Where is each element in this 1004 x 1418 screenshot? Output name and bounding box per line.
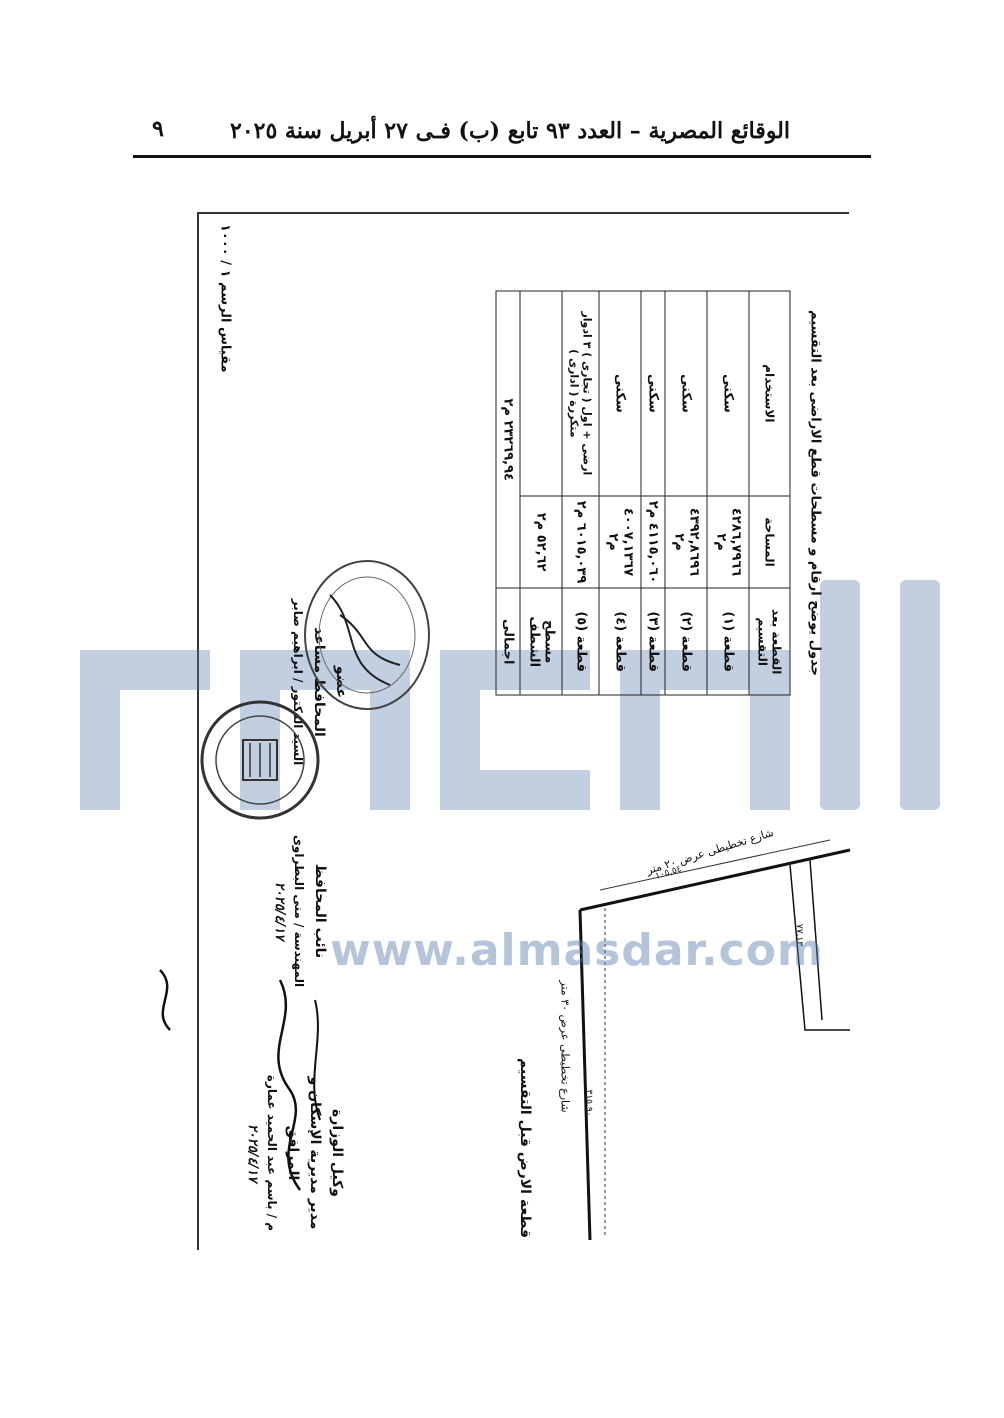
signature-name: المهندسة / منى البطراوى [292,834,306,988]
header-divider [133,155,871,158]
signature-role: عضو [333,665,349,699]
signature-title: المحافظ مساعد [311,627,327,737]
plot-name: قطعة (٥) [561,587,599,695]
column-header: المساحة [748,495,790,588]
plot-name: قطعة (٤) [598,587,641,695]
signature-title: مدير مديرية الإسكان و المرافق [285,1076,323,1230]
watermark-text: www.almasdar.com [330,925,824,976]
sheet-border-left [197,212,199,1250]
plots-table-container: جدول يوضح ارقام و مسطحات قطع الاراضى بعد… [495,290,822,695]
plot-area: ٤٠٠٧,١٣٦٧ م٢ [598,495,641,588]
plot-area: ٤٢٨٦,٧٩٦٦ م٢ [706,495,749,588]
site-plan-drawing [578,839,851,1241]
table-row: قطعة (٥) ٦٠١٥,٠٣٩ م٢ ارضى + اول ( تجارى … [561,290,599,695]
plot-area: ٤٣٩٢,٨٦٩٦ م٢ [664,495,707,588]
plot-area: ٦٠١٥,٠٣٩ م٢ [561,495,599,588]
plot-area: ٤١١٥,٠٦٠ م٢ [640,495,665,588]
plot-name: اجمالى [495,587,520,695]
plot-area: ٥٢,٦٢ م٢ [519,495,562,588]
signature-date: ٢٠٢٥/٤/١٧ [245,1123,260,1183]
plots-table: القطعة بعد التقسيم المساحة الاستخدام قطع… [495,290,790,695]
column-header: الاستخدام [748,290,790,496]
street-label-side: شارع تخطيطى عرض ٣٠ متر [558,980,572,1113]
table-row: قطعة (٣) ٤١١٥,٠٦٠ م٢ سكنى [640,290,665,695]
table-row-total: اجمالى ٢٣٢٦٩,٩٤ م٢ [495,290,520,695]
plot-use [519,290,562,496]
plot-name: قطعة (١) [706,587,749,695]
table-row: مسطح الشطف ٥٢,٦٢ م٢ [519,290,562,695]
plot-use: سكنى [706,290,749,496]
signature-block-deputy: نائب المحافظ المهندسة / منى البطراوى ٢٠٢… [269,821,331,1001]
signature-title: نائب المحافظ [312,863,328,959]
scale-label: مقياس الرسم ١ / ١٠٠٠ [217,224,233,373]
signature-block-ministry: وكيل الوزارة مدير مديرية الإسكان و المرا… [242,1063,348,1243]
signature-block-governor: عضو المحافظ مساعد السيد الدكتور / ابراهي… [288,592,352,772]
plot-name: قطعة (٣) [640,587,665,695]
plot-use: سكنى [664,290,707,496]
table-row: قطعة (١) ٤٢٨٦,٧٩٦٦ م٢ سكنى [706,290,749,695]
column-header: القطعة بعد التقسيم [748,587,790,695]
plot-use: ارضى + اول ( تجارى ) ٣ ادوار متكررة ( اد… [561,290,599,496]
sheet-border-top [197,212,849,214]
table-row: قطعة (٤) ٤٠٠٧,١٣٦٧ م٢ سكنى [598,290,641,695]
dimension-label: ٣١٥,٩٠ [583,1089,594,1117]
plot-name: قطعة (٢) [664,587,707,695]
signature-name: السيد الدكتور / ابراهيم صابر [291,598,305,766]
plot-use: سكنى [640,290,665,496]
plot-use: سكنى [598,290,641,496]
table-row: قطعة (٢) ٤٣٩٢,٨٦٩٦ م٢ سكنى [664,290,707,695]
page-header-title: الوقائع المصرية – العدد ٩٣ تابع (ب) فـى … [230,118,790,144]
signature-name: م / باسم عبد الحميد عمارة [265,1074,279,1232]
total-area: ٢٣٢٦٩,٩٤ م٢ [495,290,520,588]
table-caption: جدول يوضح ارقام و مسطحات قطع الاراضى بعد… [807,309,822,676]
signature-date: ٢٠٢٥/٤/١٧ [272,881,287,941]
plot-name: مسطح الشطف [519,587,562,695]
page-number: ٩ [152,116,164,142]
site-plan-title: قطعة الارض قبل التقسيم [517,1057,533,1239]
signature-role: وكيل الوزارة [329,1109,345,1197]
